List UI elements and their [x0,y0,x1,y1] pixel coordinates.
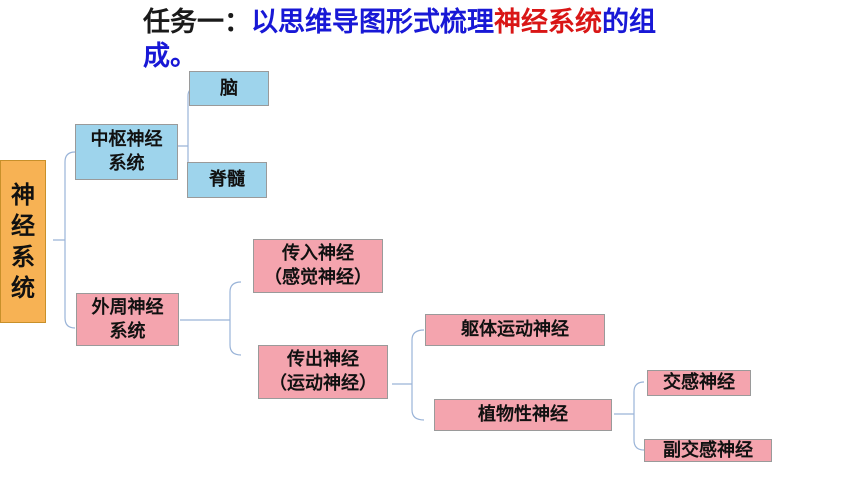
node-spinal-cord: 脊髓 [187,162,267,198]
title-instruction: 以思维导图形式梳理 [251,7,494,38]
title-suffix: 的组成。 [143,7,656,72]
bracket-autonomic [614,381,645,451]
node-central-nervous-system: 中枢神经 系统 [75,124,178,180]
node-efferent-nerve: 传出神经 （运动神经） [258,345,388,399]
node-sympathetic-nerve: 交感神经 [647,370,751,396]
title-task-label: 任务一： [143,7,251,38]
bracket-root [53,151,76,329]
bracket-peripheral [180,281,242,356]
node-autonomic-nerve: 植物性神经 [434,399,612,431]
title-topic: 神经系统 [494,7,602,38]
node-somatic-motor-nerve: 躯体运动神经 [425,314,605,346]
node-parasympathetic-nerve: 副交感神经 [644,439,772,462]
node-nervous-system: 神 经 系 统 [0,160,46,323]
page-title: 任务一：以思维导图形式梳理神经系统的组成。 [143,6,663,74]
bracket-efferent [392,329,425,421]
node-afferent-nerve: 传入神经 （感觉神经） [253,239,383,293]
node-peripheral-nervous-system: 外周神经 系统 [76,293,179,346]
node-brain: 脑 [189,71,269,106]
